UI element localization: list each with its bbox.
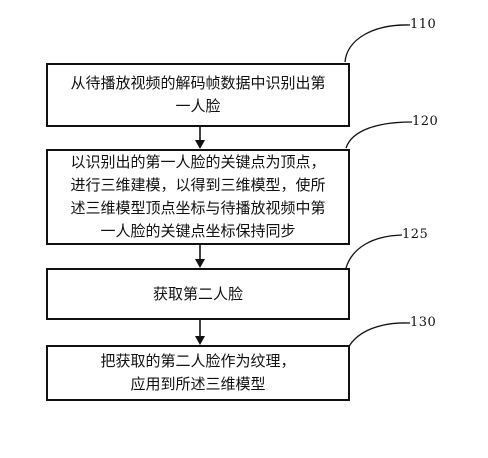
step-box-110: 从待播放视频的解码帧数据中识别出第 一人脸 xyxy=(46,63,350,127)
step-box-130: 把获取的第二人脸作为纹理， 应用到所述三维模型 xyxy=(46,345,350,401)
step-120-line-4: 一人脸的关键点坐标保持同步 xyxy=(100,222,296,240)
step-120-line-3: 述三维模型顶点坐标与待播放视频中第 xyxy=(70,199,326,217)
step-120-line-2: 进行三维建模，以得到三维模型，使所 xyxy=(70,176,326,194)
ref-label-120: 120 xyxy=(412,114,439,129)
arrow-120-to-125 xyxy=(195,245,205,268)
step-130-line-2: 应用到所述三维模型 xyxy=(130,375,266,393)
arrow-110-to-120 xyxy=(195,127,205,149)
step-125-line-1: 获取第二人脸 xyxy=(152,284,243,303)
step-120-line-1: 以识别出的第一人脸的关键点为顶点， xyxy=(70,153,326,171)
arrow-125-to-130 xyxy=(195,320,205,345)
ref-label-110: 110 xyxy=(410,17,437,32)
step-110-line-2: 一人脸 xyxy=(175,97,221,115)
step-box-120: 以识别出的第一人脸的关键点为顶点， 进行三维建模，以得到三维模型，使所 述三维模… xyxy=(46,149,350,245)
ref-label-125: 125 xyxy=(402,227,429,242)
ref-label-130: 130 xyxy=(410,315,437,330)
leader-line-120 xyxy=(345,121,413,149)
leader-line-125 xyxy=(345,234,403,269)
step-box-125: 获取第二人脸 xyxy=(46,268,350,320)
leader-line-110 xyxy=(344,24,411,63)
leader-line-130 xyxy=(347,322,411,349)
step-130-line-1: 把获取的第二人脸作为纹理， xyxy=(100,352,296,370)
step-110-line-1: 从待播放视频的解码帧数据中识别出第 xyxy=(70,74,326,92)
